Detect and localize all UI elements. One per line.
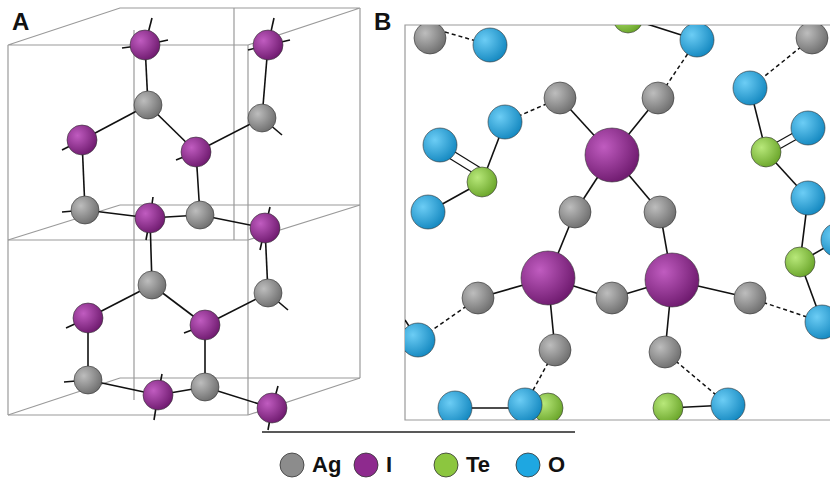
legend-text: Te bbox=[466, 452, 490, 478]
legend-item: O bbox=[514, 451, 565, 479]
legend-swatch bbox=[278, 451, 306, 479]
legend-rule bbox=[262, 431, 575, 433]
legend-swatch bbox=[514, 451, 542, 479]
legend-swatch bbox=[432, 451, 460, 479]
legend-item: Ag bbox=[278, 451, 341, 479]
legend-text: O bbox=[548, 452, 565, 478]
legend-item: Te bbox=[432, 451, 490, 479]
legend-item: I bbox=[352, 451, 392, 479]
panel-label: A bbox=[12, 8, 29, 36]
atoms bbox=[67, 30, 287, 423]
unit-cell bbox=[8, 8, 360, 415]
panel-frame bbox=[405, 25, 830, 420]
legend-text: I bbox=[386, 452, 392, 478]
legend-swatch bbox=[352, 451, 380, 479]
bonds bbox=[62, 18, 290, 430]
structure-detail bbox=[405, 25, 830, 420]
panel-label: B bbox=[374, 8, 391, 36]
legend-text: Ag bbox=[312, 452, 341, 478]
